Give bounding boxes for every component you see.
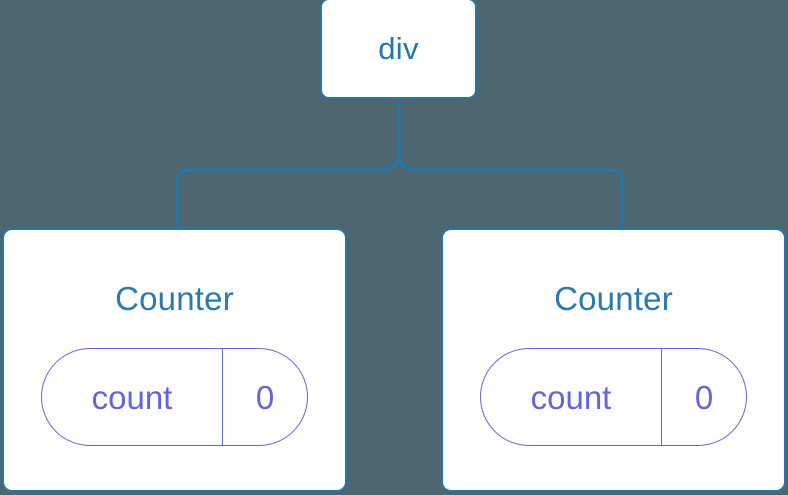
- connector-branch-left: [175, 149, 401, 228]
- node-counter-2-title: Counter: [554, 280, 673, 317]
- state-value-counter-1: 0: [255, 378, 275, 416]
- state-key-counter-1: count: [42, 349, 223, 445]
- state-pill-counter-2: count 0: [480, 348, 747, 446]
- node-counter-2[interactable]: Counter count 0: [441, 228, 786, 492]
- state-value-counter-2: 0: [694, 378, 714, 416]
- state-pill-counter-1: count 0: [41, 348, 308, 446]
- connector-branch-right: [397, 149, 624, 228]
- node-div[interactable]: div: [320, 0, 477, 99]
- node-counter-1[interactable]: Counter count 0: [2, 228, 347, 492]
- node-div-label: div: [378, 31, 419, 66]
- node-counter-1-title: Counter: [115, 280, 234, 317]
- state-key-counter-2: count: [481, 349, 662, 445]
